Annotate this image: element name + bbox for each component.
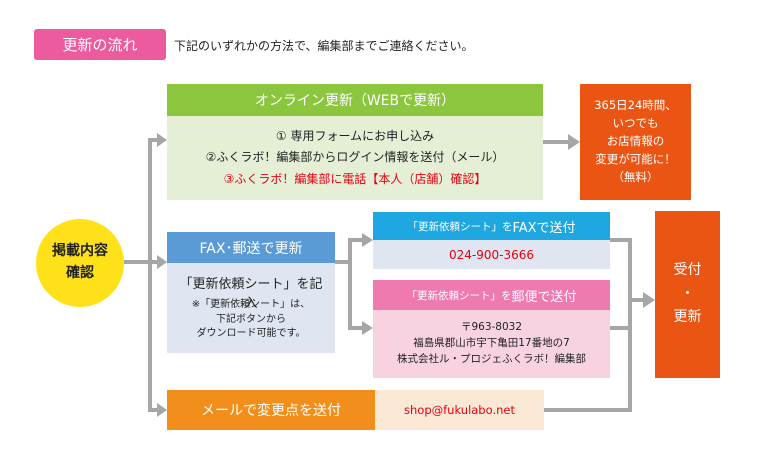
content-check-circle: 掲載内容 確認 [36,219,124,307]
mail-send-header: 「更新依頼シート」を 郵便で送付 [373,280,610,310]
fax-number: 024-900-3666 [373,240,610,269]
online-step-3: ③ふくラボ！編集部に電話【本人（店舗）確認】 [223,171,487,186]
receipt-update-box: 受付 ・ 更新 [655,211,720,378]
postal-code: 〒963-8032 [460,321,523,334]
mail-send-title-prefix: 「更新依頼シート」を [406,289,512,302]
company-name: 株式会社ル・プロジェふくラボ！編集部 [397,352,586,365]
download-note-line1: ※「更新依頼シート」は、 [191,299,311,310]
anytime-line5: （無料） [612,169,659,184]
download-note-line3: ダウンロード可能です。 [196,328,306,339]
receipt-line3: 更新 [673,309,702,326]
download-note: ※「更新依頼シート」は、 下記ボタンから ダウンロード可能です。 [172,298,330,342]
fax-post-update-body [167,263,335,353]
mail-address-block: 〒963-8032 福島県郡山市宇下亀田17番地の7 株式会社ル・プロジェふくラ… [373,310,610,378]
postal-address: 福島県郡山市宇下亀田17番地の7 [413,337,570,350]
email-address[interactable]: shop@fukulabo.net [375,390,544,430]
fax-post-update-header: FAX･郵送で更新 [167,232,335,263]
online-step-2: ②ふくラボ！編集部からログイン情報を送付（メール） [205,150,505,165]
download-note-line2: 下記ボタンから [216,313,286,325]
online-update-header: オンライン更新（WEBで更新） [167,84,543,116]
flow-title-badge: 更新の流れ [34,29,166,60]
fax-send-header: 「更新依頼シート」を FAXで送付 [373,212,610,240]
start-line2: 確認 [66,265,94,281]
anytime-line1: 365日24時間、 [594,98,677,113]
receipt-line2: ・ [680,285,695,302]
email-send-header: メールで変更点を送付 [167,390,375,430]
intro-text: 下記のいずれかの方法で、編集部までご連絡ください。 [174,39,474,53]
fill-request-sheet-text: 「更新依頼シート」を記入 [179,277,323,311]
anytime-line4: 変更が可能に！ [595,151,676,166]
fax-send-title-prefix: 「更新依頼シート」を [407,220,513,233]
online-update-steps: ① 専用フォームにお申し込み ②ふくラボ！編集部からログイン情報を送付（メール）… [167,116,543,200]
anytime-line2: いつでも [612,116,659,131]
start-line1: 掲載内容 [52,243,108,260]
fax-send-title-suffix: FAXで送付 [512,220,576,236]
online-step-1: ① 専用フォームにお申し込み [275,128,435,143]
anytime-update-box: 365日24時間、 いつでも お店情報の 変更が可能に！ （無料） [580,84,691,200]
anytime-line3: お店情報の [606,134,665,149]
mail-send-title-suffix: 郵便で送付 [511,289,577,305]
receipt-line1: 受付 [673,261,702,278]
